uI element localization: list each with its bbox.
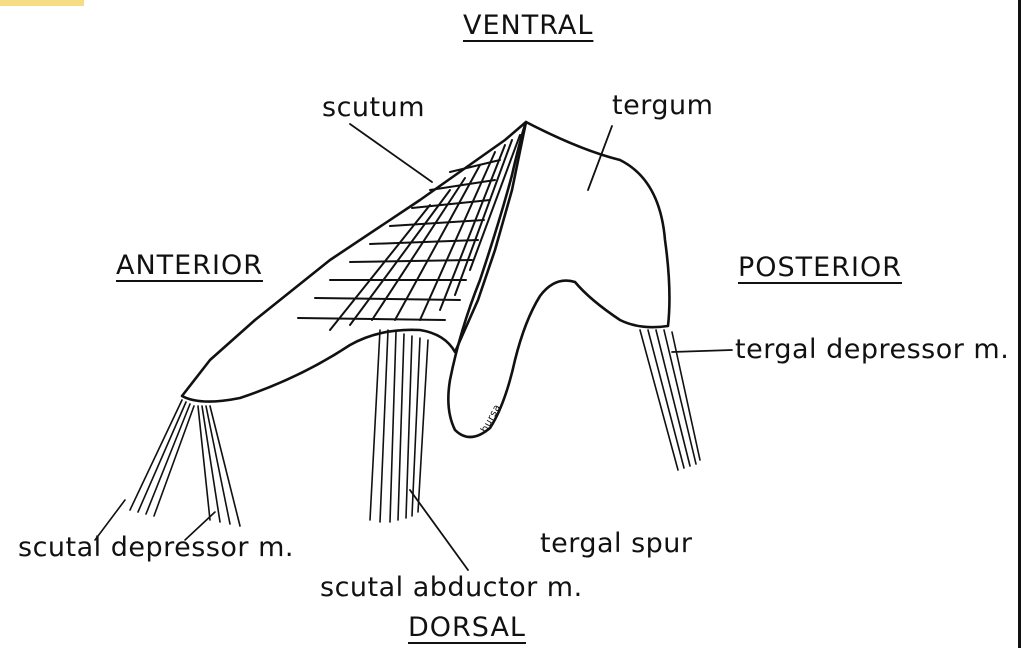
right-frame-border [1018, 0, 1021, 648]
scutal-depressor-label: scutal depressor m. [18, 534, 294, 561]
anterior-label: ANTERIOR [116, 252, 263, 279]
tergal-spur-label: tergal spur [540, 530, 693, 557]
scutum-pointer [350, 124, 432, 182]
scutal-abductor-pointer [410, 490, 468, 570]
scutal-depressor-muscle [130, 400, 240, 526]
scutum-label: scutum [322, 94, 425, 121]
tergum-label: tergum [612, 92, 713, 119]
tergum-outline [448, 122, 669, 437]
posterior-label: POSTERIOR [738, 254, 902, 281]
ventral-label: VENTRAL [463, 12, 593, 39]
scutum-grid [298, 135, 520, 330]
scutal-abductor-label: scutal abductor m. [320, 574, 583, 601]
scutal-abductor-muscle [370, 330, 428, 522]
dorsal-label: DORSAL [408, 614, 526, 641]
tergal-depressor-pointer [672, 350, 732, 352]
tergal-depressor-label: tergal depressor m. [735, 336, 1009, 363]
